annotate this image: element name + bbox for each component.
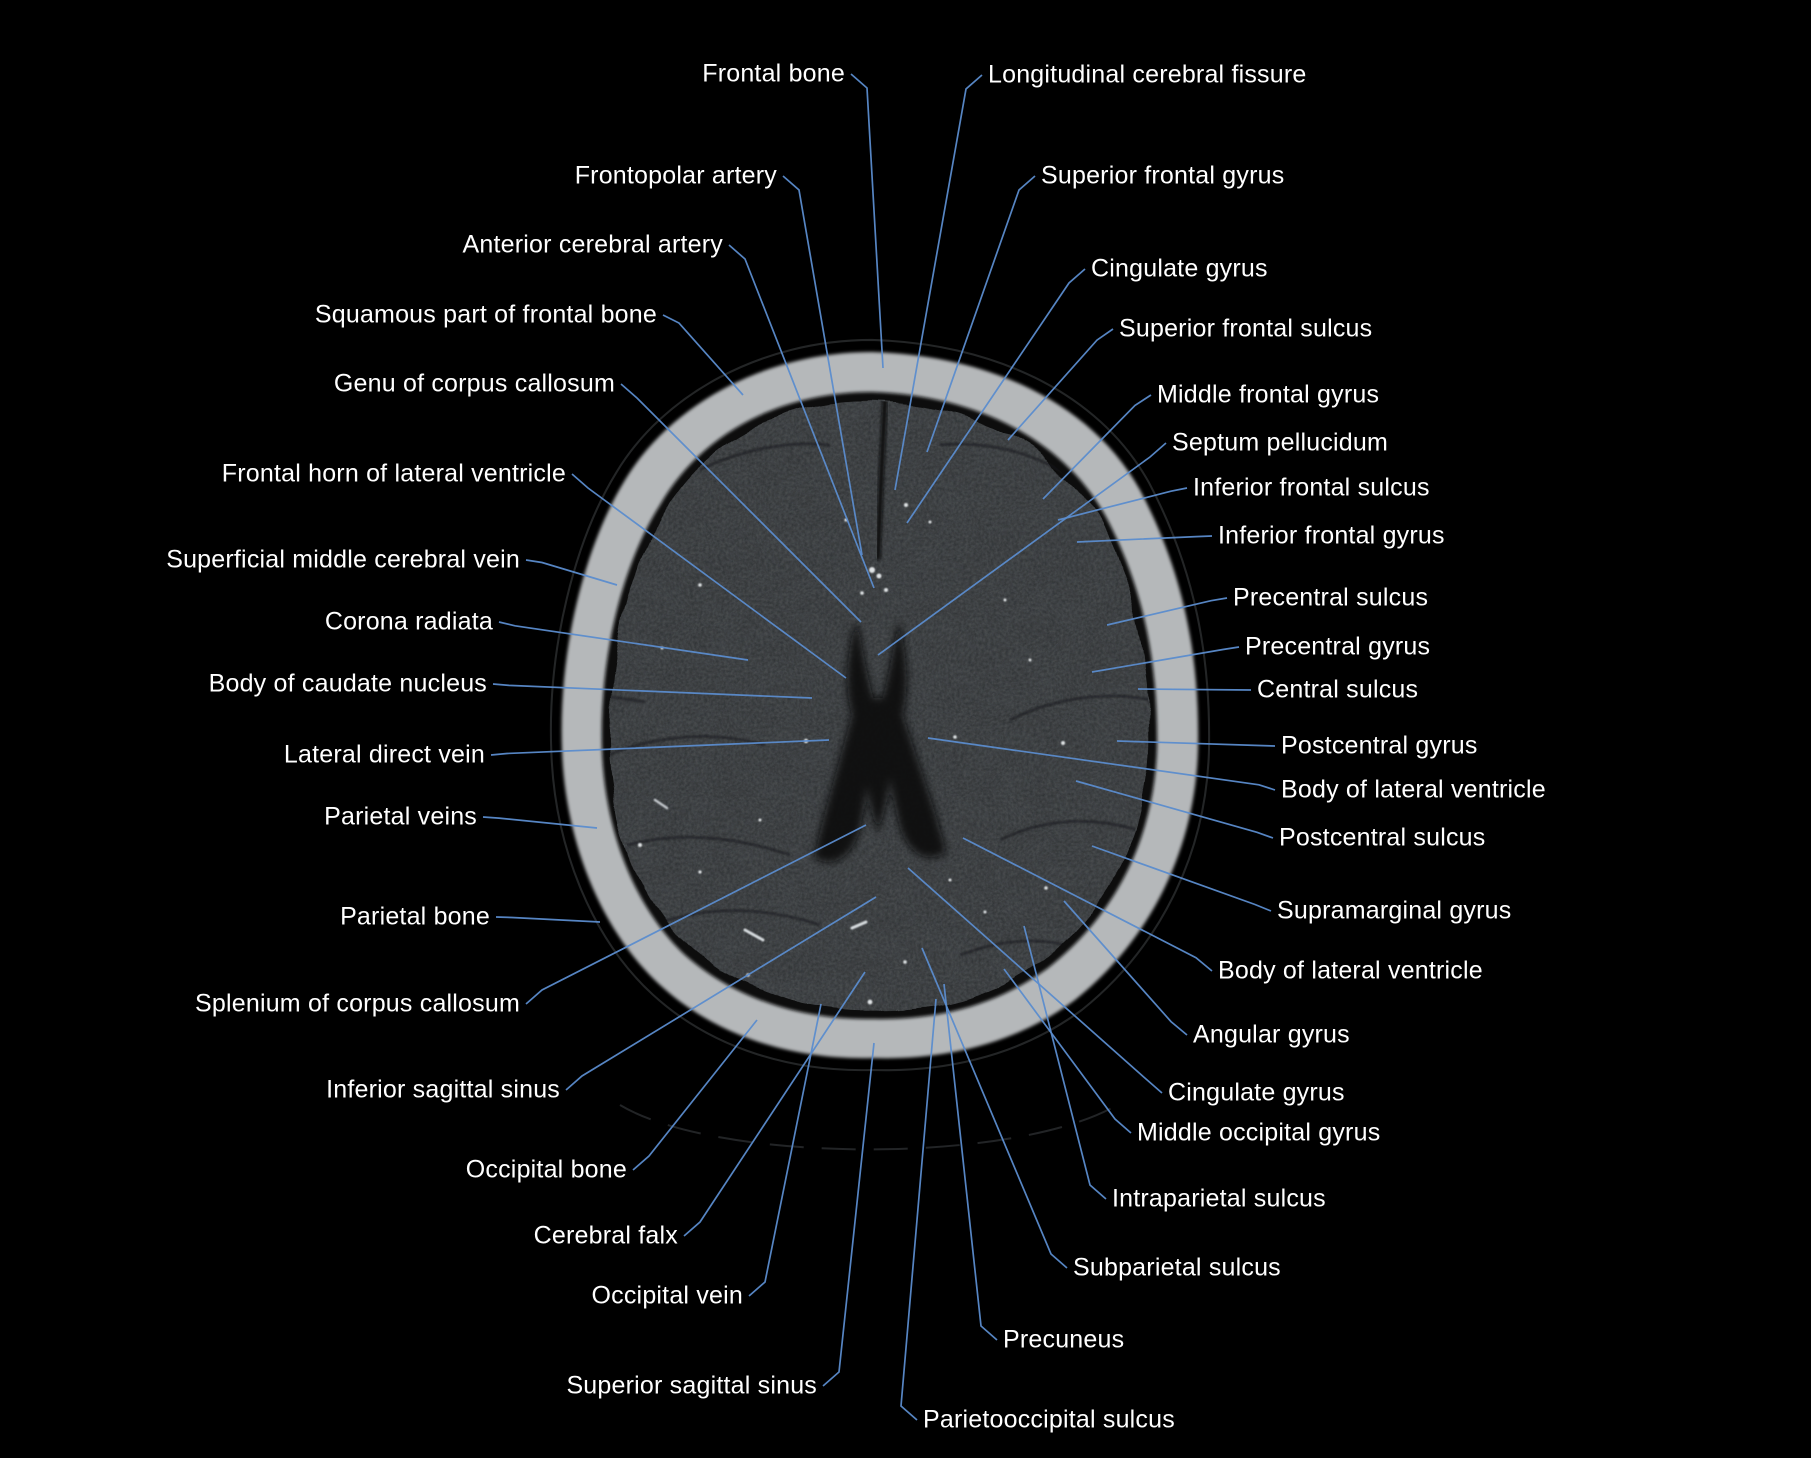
leader-line: [894, 74, 983, 491]
leader-line: [962, 837, 1213, 972]
leader-line: [1106, 597, 1228, 626]
ventricles: [814, 625, 946, 863]
leader-line: [877, 442, 1167, 656]
leader-line: [1116, 740, 1276, 747]
leader-line: [620, 383, 862, 623]
leader-line: [571, 473, 847, 679]
leader-line: [921, 947, 1068, 1269]
leader-line: [525, 559, 618, 586]
leader-line: [632, 1019, 758, 1171]
leader-line: [782, 175, 863, 556]
leader-line: [1091, 845, 1272, 912]
leader-line: [1023, 925, 1107, 1200]
leader-line: [907, 867, 1163, 1094]
leader-line: [927, 737, 1276, 791]
leader-line: [492, 683, 813, 699]
leader-line: [1057, 487, 1188, 521]
leader-line: [525, 824, 867, 1005]
leader-line: [662, 314, 744, 396]
leader-line: [495, 916, 601, 923]
sulci: [609, 442, 1150, 957]
leader-line: [1063, 900, 1188, 1036]
leader-line: [1137, 688, 1252, 691]
leader-line: [565, 896, 877, 1091]
leader-line-layer: [482, 73, 1276, 1421]
leader-line: [822, 1042, 875, 1387]
leader-line: [926, 175, 1036, 453]
leader-line: [1075, 780, 1274, 839]
leader-line: [728, 244, 875, 589]
leader-line: [748, 1003, 822, 1297]
leader-line: [490, 739, 830, 756]
leader-line: [498, 621, 749, 661]
leader-line: [1003, 968, 1132, 1134]
longitudinal-fissure: [873, 400, 890, 1011]
leader-line: [943, 983, 998, 1341]
leader-line: [1007, 328, 1114, 441]
leader-line: [1042, 394, 1152, 500]
leader-line: [482, 816, 598, 829]
leader-line: [906, 268, 1086, 524]
leader-line: [1076, 535, 1213, 543]
leader-line: [900, 998, 937, 1421]
leader-line: [1091, 646, 1240, 673]
leader-line: [850, 73, 884, 369]
